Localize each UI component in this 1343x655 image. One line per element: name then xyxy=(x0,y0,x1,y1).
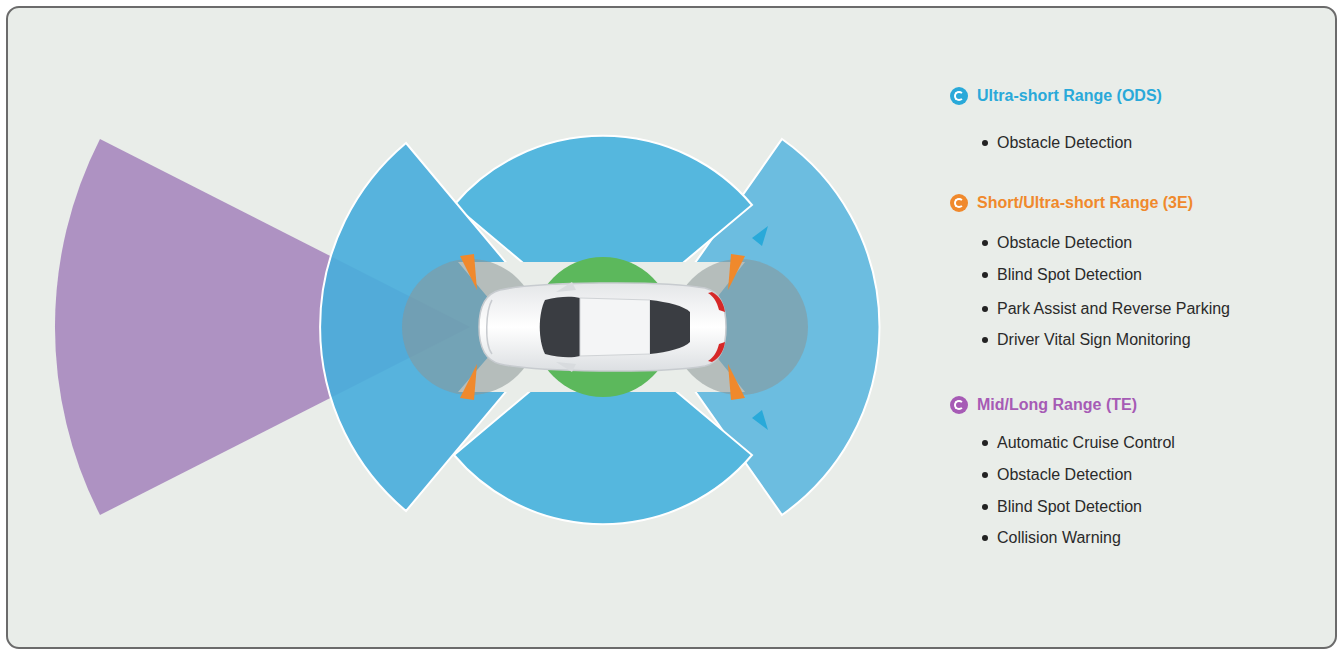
bullet-dot xyxy=(982,140,988,146)
feature-label: Collision Warning xyxy=(997,528,1121,548)
bullet-dot xyxy=(982,240,988,246)
sensor-wedge xyxy=(728,254,745,290)
bullet-item: Obstacle Detection xyxy=(982,233,1132,253)
legend-swatch xyxy=(950,194,968,212)
feature-label: Obstacle Detection xyxy=(997,233,1132,253)
feature-label: Blind Spot Detection xyxy=(997,497,1142,517)
bullet-dot xyxy=(982,535,988,541)
bullet-item: Park Assist and Reverse Parking xyxy=(982,299,1230,319)
car-roof xyxy=(580,298,650,356)
bullet-dot xyxy=(982,337,988,343)
car-body xyxy=(479,283,726,371)
legend-heading: Short/Ultra-short Range (3E) xyxy=(977,193,1193,213)
bullet-item: Obstacle Detection xyxy=(982,133,1132,153)
legend-entry: Mid/Long Range (TE) xyxy=(950,395,1137,415)
feature-label: Driver Vital Sign Monitoring xyxy=(997,330,1191,350)
legend-entry: Short/Ultra-short Range (3E) xyxy=(950,193,1193,213)
sensor-wedge xyxy=(460,364,477,400)
bullet-item: Automatic Cruise Control xyxy=(982,433,1175,453)
bullet-item: Blind Spot Detection xyxy=(982,265,1142,285)
bullet-item: Driver Vital Sign Monitoring xyxy=(982,330,1191,350)
legend-swatch xyxy=(950,396,968,414)
car-top-view xyxy=(479,282,726,372)
legend-entry: Ultra-short Range (ODS) xyxy=(950,86,1162,106)
feature-label: Obstacle Detection xyxy=(997,133,1132,153)
legend-heading: Mid/Long Range (TE) xyxy=(977,395,1137,415)
side-mirror xyxy=(556,282,576,292)
feature-label: Obstacle Detection xyxy=(997,465,1132,485)
sensor-wedge xyxy=(728,364,745,400)
tail-light xyxy=(708,342,725,362)
tail-light xyxy=(708,292,725,312)
bullet-dot xyxy=(982,272,988,278)
sensor-wedge xyxy=(460,254,477,290)
feature-label: Park Assist and Reverse Parking xyxy=(997,299,1230,319)
sensor-tick xyxy=(752,226,768,246)
sensor-tick xyxy=(752,410,768,430)
bullet-dot xyxy=(982,306,988,312)
bullet-item: Blind Spot Detection xyxy=(982,497,1142,517)
hood-line xyxy=(487,300,492,354)
rear-window xyxy=(650,300,690,354)
legend-heading: Ultra-short Range (ODS) xyxy=(977,86,1162,106)
windshield xyxy=(540,297,580,358)
feature-label: Automatic Cruise Control xyxy=(997,433,1175,453)
bullet-dot xyxy=(982,504,988,510)
bullet-dot xyxy=(982,440,988,446)
bullet-item: Obstacle Detection xyxy=(982,465,1132,485)
bullet-item: Collision Warning xyxy=(982,528,1121,548)
bullet-dot xyxy=(982,472,988,478)
side-mirror xyxy=(556,362,576,372)
feature-label: Blind Spot Detection xyxy=(997,265,1142,285)
panel-background xyxy=(7,7,1336,648)
legend-swatch xyxy=(950,87,968,105)
